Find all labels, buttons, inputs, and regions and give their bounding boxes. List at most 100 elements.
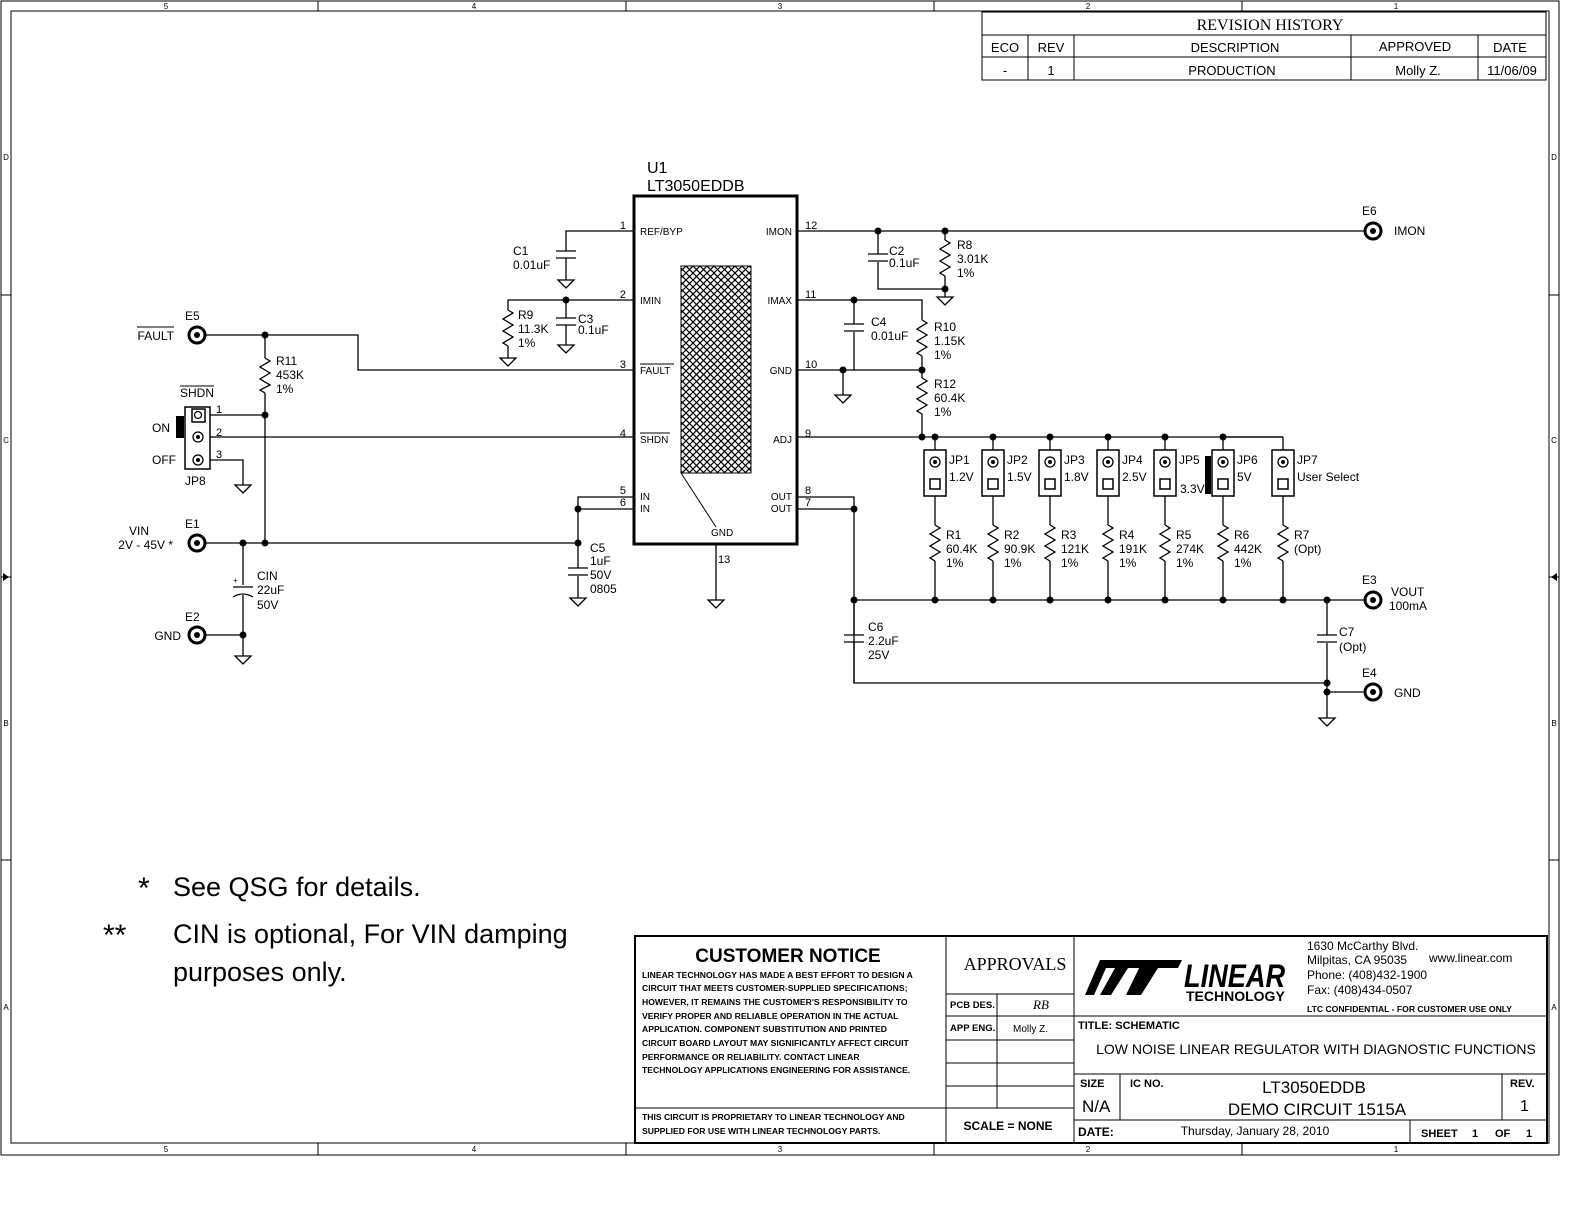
c6-value: 2.2uF — [868, 634, 899, 648]
logo-word: LINEAR — [1184, 959, 1286, 995]
ground-icon — [706, 599, 726, 609]
ground-icon — [935, 296, 955, 306]
r9-value: 11.3K — [518, 322, 548, 336]
r12-value: 60.4K — [934, 391, 965, 405]
sheet-value: 1 — [1472, 1128, 1478, 1140]
col-label: 5 — [164, 1145, 169, 1154]
u1-part: LT3050EDDB — [647, 178, 745, 195]
row-label: B — [3, 719, 8, 728]
e5-terminal[interactable] — [187, 325, 207, 345]
rev-label: REV. — [1510, 1078, 1535, 1090]
jumper-voltage-label: 3.3V — [1180, 482, 1205, 496]
resistor-value: 60.4K — [946, 542, 977, 556]
address-line: Phone: (408)432-1900 — [1307, 968, 1427, 982]
proprietary-line: THIS CIRCUIT IS PROPRIETARY TO LINEAR TE… — [642, 1112, 905, 1122]
schematic-title: LOW NOISE LINEAR REGULATOR WITH DIAGNOST… — [1096, 1041, 1536, 1057]
row-label: D — [1551, 153, 1557, 162]
jp8-jumper[interactable]: SHDN ON OFF JP8 1 2 3 — [152, 385, 222, 488]
pin-number: 5 — [620, 485, 626, 497]
r11-tol: 1% — [276, 382, 294, 396]
pin-number: 1 — [620, 220, 626, 232]
c3-symbol — [556, 317, 576, 328]
resistor-ref: R1 — [946, 528, 962, 542]
customer-notice-title: CUSTOMER NOTICE — [695, 946, 880, 967]
resistor-ref: R5 — [1176, 528, 1192, 542]
notice-line: LINEAR TECHNOLOGY HAS MADE A BEST EFFORT… — [642, 970, 913, 980]
linear-technology-logo: LINEAR TECHNOLOGY — [1085, 959, 1286, 1004]
jumper-voltage-label: 1.5V — [1007, 470, 1032, 484]
e3-current: 100mA — [1389, 599, 1427, 613]
pin-number: 3 — [620, 359, 626, 371]
pin-name: GND — [711, 528, 733, 539]
e4-terminal[interactable] — [1363, 682, 1383, 702]
e4-ref: E4 — [1362, 666, 1377, 680]
address-line: Fax: (408)434-0507 — [1307, 983, 1413, 997]
e2-ref: E2 — [185, 610, 200, 624]
c1-value: 0.01uF — [513, 258, 550, 272]
jumper-resistor-bank: JP11.2VR160.4K1%JP21.5VR290.9K1%JP31.8VR… — [923, 436, 1360, 600]
col-label: 5 — [164, 2, 169, 11]
jumper-ref: JP6 — [1237, 453, 1258, 467]
rev-header: DATE — [1493, 40, 1527, 55]
jumper-voltage-label: 1.2V — [949, 470, 974, 484]
c2-value: 0.1uF — [889, 256, 920, 270]
e6-terminal[interactable] — [1363, 221, 1383, 241]
revision-history-table: REVISION HISTORY ECO REV DESCRIPTION APP… — [981, 11, 1547, 81]
ground-icon — [498, 357, 518, 367]
jumper-ref: JP3 — [1064, 453, 1085, 467]
resistor-value: 90.9K — [1004, 542, 1035, 556]
r8-value: 3.01K — [957, 252, 988, 266]
e5-ref: E5 — [185, 309, 200, 323]
notice-line: HOWEVER, IT REMAINS THE CUSTOMER'S RESPO… — [642, 997, 908, 1007]
pin-number: 2 — [620, 289, 626, 301]
jumper-ref: JP4 — [1122, 453, 1143, 467]
date-value: Thursday, January 28, 2010 — [1181, 1124, 1330, 1138]
row-label: A — [3, 1003, 9, 1012]
r12-ref: R12 — [934, 377, 956, 391]
e1-range: 2V - 45V * — [118, 538, 173, 552]
of-value: 1 — [1526, 1128, 1532, 1140]
notice-line: PERFORMANCE OR RELIABILITY. CONTACT LINE… — [642, 1052, 860, 1062]
app-eng-label: APP ENG. — [950, 1023, 995, 1034]
row-label: C — [1551, 436, 1557, 445]
address-line: 1630 McCarthy Blvd. — [1307, 939, 1418, 953]
pin-name: OUT — [771, 492, 792, 503]
rev-cell: - — [1003, 63, 1007, 78]
app-eng-value: Molly Z. — [1013, 1024, 1048, 1035]
c7-symbol — [1317, 634, 1337, 643]
ground-icon — [1317, 717, 1337, 727]
size-value: N/A — [1082, 1097, 1111, 1116]
ground-icon — [233, 484, 253, 494]
row-label: B — [1551, 719, 1556, 728]
e1-terminal[interactable] — [187, 533, 207, 553]
r11-value: 453K — [276, 368, 304, 382]
r9-ref: R9 — [518, 308, 534, 322]
row-label: C — [3, 436, 9, 445]
e3-terminal[interactable] — [1363, 590, 1383, 610]
cin-polarity: + — [233, 576, 238, 585]
e2-terminal[interactable] — [187, 625, 207, 645]
col-label: 2 — [1086, 1145, 1091, 1154]
resistors — [258, 239, 952, 415]
e4-label: GND — [1394, 686, 1421, 700]
of-label: OF — [1495, 1128, 1511, 1140]
ground-icon — [556, 344, 576, 354]
r12-symbol — [915, 377, 929, 415]
cin-voltage: 50V — [257, 598, 278, 612]
row-label: A — [1551, 1003, 1557, 1012]
c3-value: 0.1uF — [578, 323, 609, 337]
pin-name: IMAX — [768, 296, 793, 307]
pin-number: 9 — [805, 428, 811, 440]
col-label: 4 — [472, 1145, 477, 1154]
r11-ref: R11 — [276, 354, 297, 368]
pin-number: 8 — [805, 485, 811, 497]
